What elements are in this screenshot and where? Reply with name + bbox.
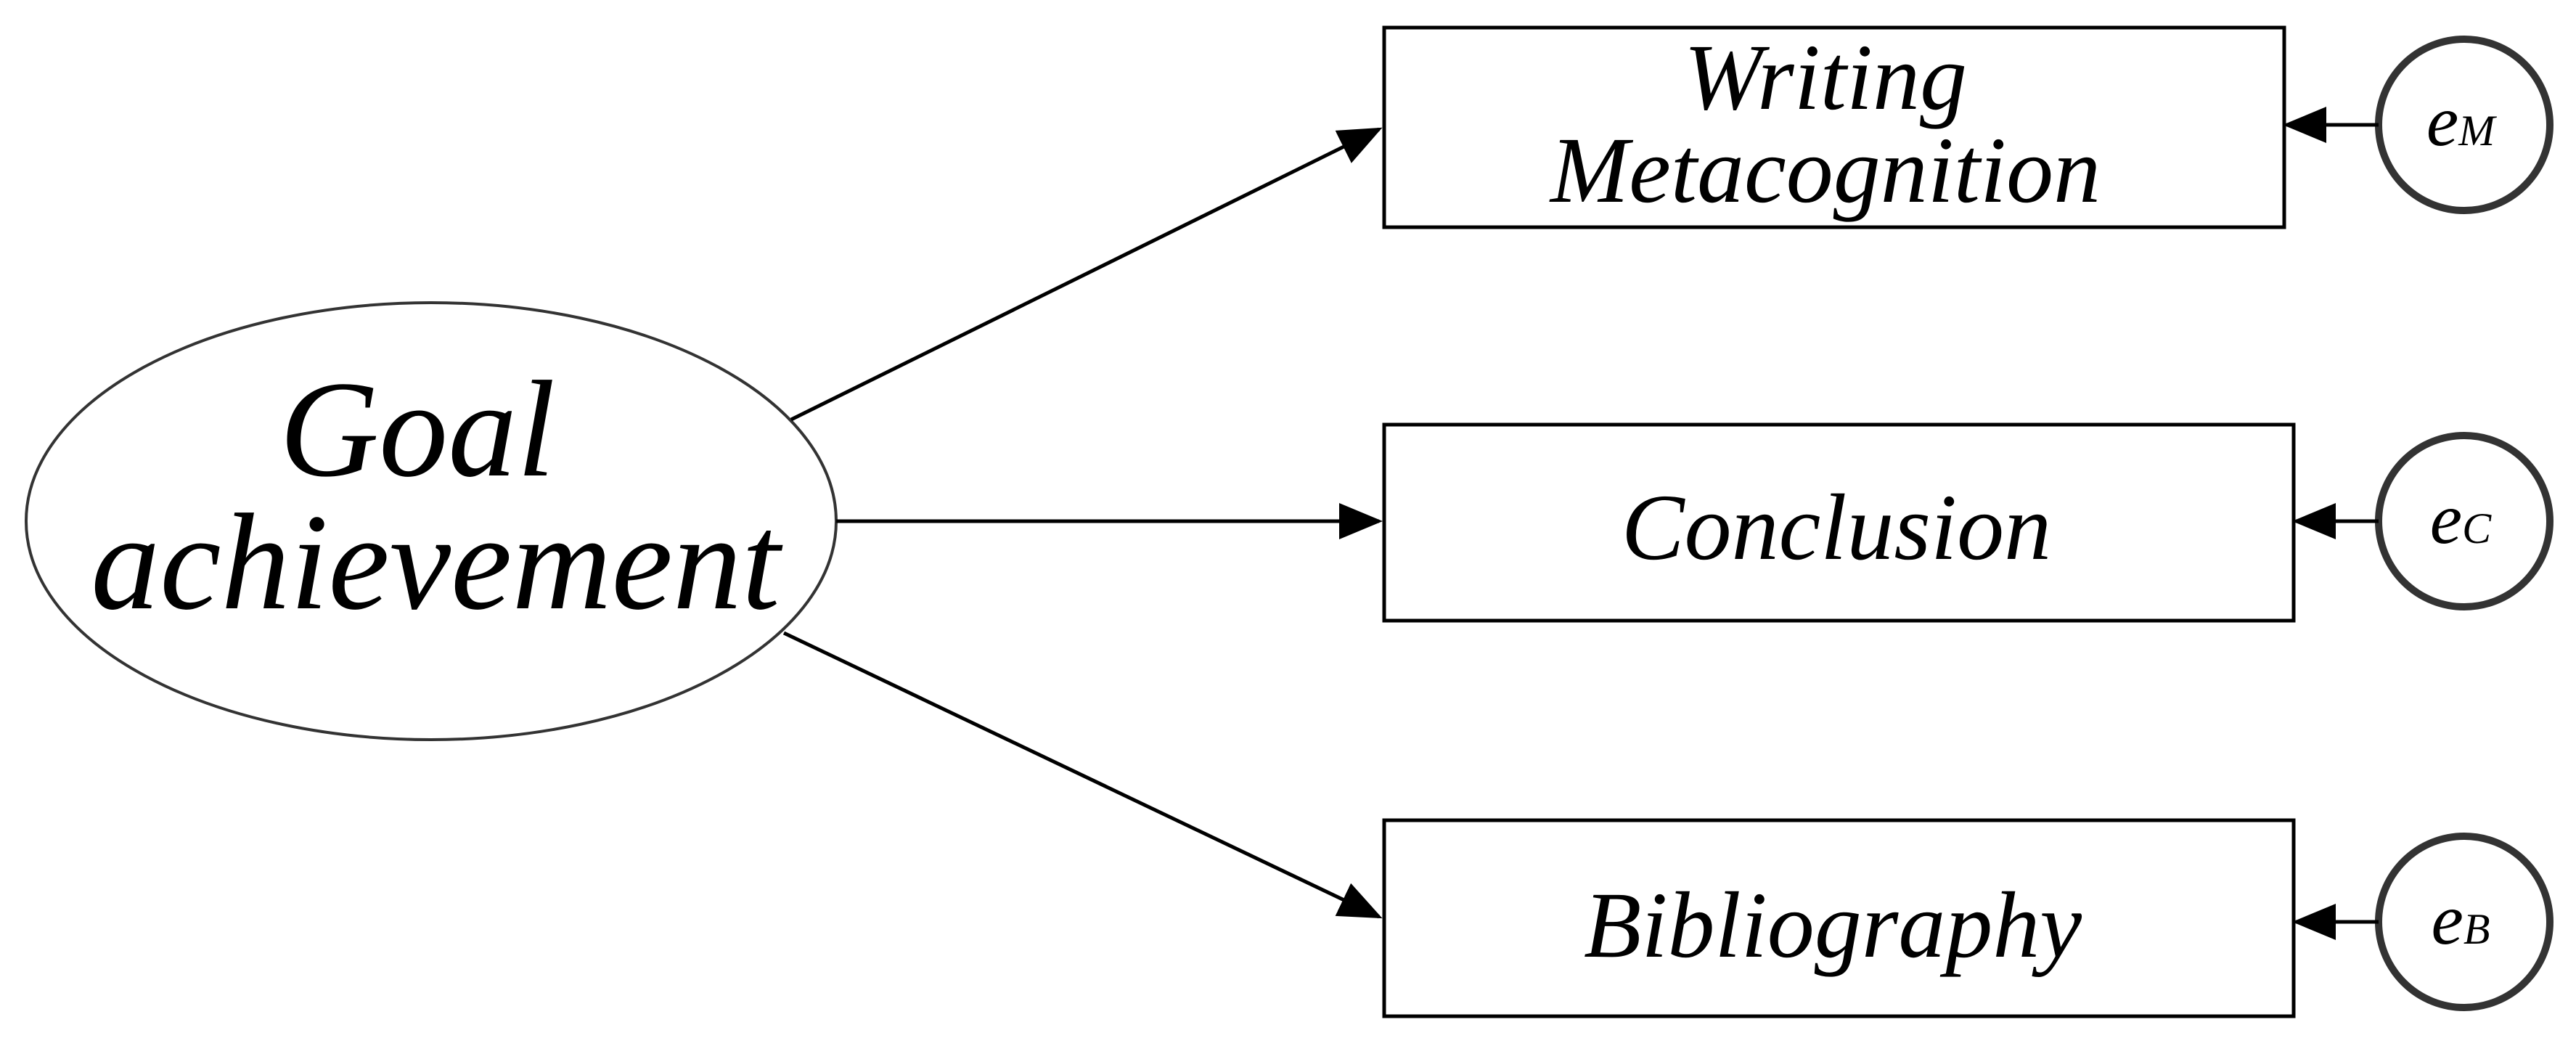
- indicator-writing-metacognition: Writing Metacognition: [1382, 25, 2286, 229]
- latent-label-line1: Goal: [279, 354, 555, 506]
- error-label: eM: [2426, 81, 2497, 161]
- indicator-label-line1: Writing: [1684, 25, 1967, 130]
- path-arrow-metacognition: [790, 127, 1383, 422]
- error-label: eC: [2430, 478, 2492, 559]
- indicator-label: Conclusion: [1622, 475, 2051, 580]
- latent-goal-achievement: Goal achievement: [25, 301, 838, 741]
- error-term-b: eB: [2375, 833, 2553, 1011]
- latent-label-line2: achievement: [91, 486, 783, 639]
- error-term-m: eM: [2375, 36, 2553, 214]
- indicator-conclusion: Conclusion: [1382, 422, 2296, 623]
- error-term-c: eC: [2375, 432, 2553, 610]
- error-label: eB: [2431, 879, 2490, 960]
- indicator-label: Bibliography: [1584, 873, 2082, 978]
- indicator-label-line2: Metacognition: [1549, 118, 2101, 223]
- path-arrow-bibliography: [782, 631, 1383, 919]
- indicator-bibliography: Bibliography: [1382, 818, 2296, 1018]
